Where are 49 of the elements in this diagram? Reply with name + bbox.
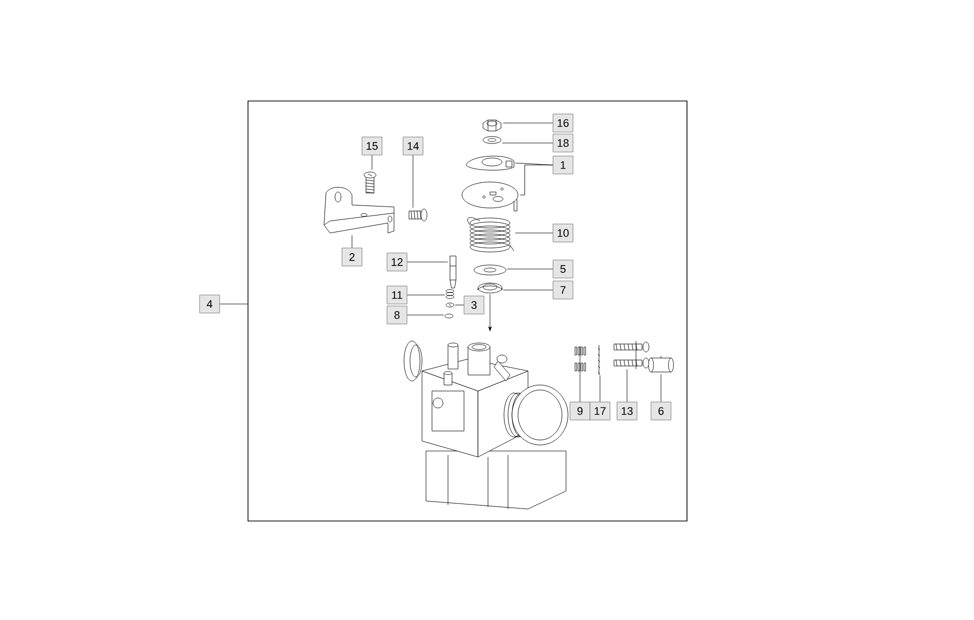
leader-line	[503, 122, 553, 124]
screw-drawing	[614, 340, 650, 370]
callout-number: 5	[552, 260, 574, 278]
callout-number: 9	[570, 402, 590, 420]
callout-number: 4	[199, 294, 220, 314]
screw-drawing	[364, 172, 376, 194]
callout-number: 6	[650, 402, 672, 420]
leader-line	[502, 142, 553, 144]
arrow	[488, 294, 492, 332]
bearing-drawing	[478, 282, 502, 294]
callout-number: 8	[386, 306, 408, 324]
callout-number: 14	[402, 136, 424, 156]
spring-drawing	[574, 346, 586, 374]
plate-drawing	[462, 182, 518, 212]
pin-drawing	[598, 344, 600, 376]
callout-number: 18	[552, 134, 574, 152]
leader-line	[407, 314, 444, 316]
callout-number: 15	[362, 136, 382, 156]
leader-line	[407, 294, 445, 296]
ring-drawing	[444, 314, 454, 318]
callout-number: 11	[386, 286, 408, 304]
callout-number: 17	[590, 402, 610, 420]
plunger-drawing	[450, 256, 456, 288]
frame	[248, 100, 688, 522]
callout-number: 1	[552, 156, 574, 174]
screw-drawing	[408, 208, 428, 222]
callout-number: 12	[386, 252, 408, 272]
washer-drawing	[482, 136, 502, 144]
callout-number: 16	[552, 114, 574, 132]
callout-number: 7	[552, 280, 574, 300]
leader-line	[455, 304, 464, 306]
plate-drawing	[466, 156, 514, 170]
clip-drawing	[446, 302, 454, 308]
leader-line	[412, 155, 414, 208]
bracket-drawing	[324, 187, 394, 234]
leader-line	[520, 164, 553, 196]
leader-line	[626, 369, 628, 402]
callout-number: 2	[342, 248, 362, 266]
callout-number: 3	[464, 296, 484, 314]
leader-line	[507, 268, 553, 270]
throttle-body-drawing	[404, 340, 568, 510]
leader-line	[515, 232, 553, 234]
callout-number: 13	[616, 402, 638, 420]
leader-line	[660, 374, 662, 402]
washer-drawing	[474, 264, 506, 276]
nut-drawing	[482, 120, 502, 132]
callout-number: 10	[552, 224, 574, 242]
spring-drawing	[446, 289, 454, 299]
spring-drawing	[467, 217, 514, 252]
